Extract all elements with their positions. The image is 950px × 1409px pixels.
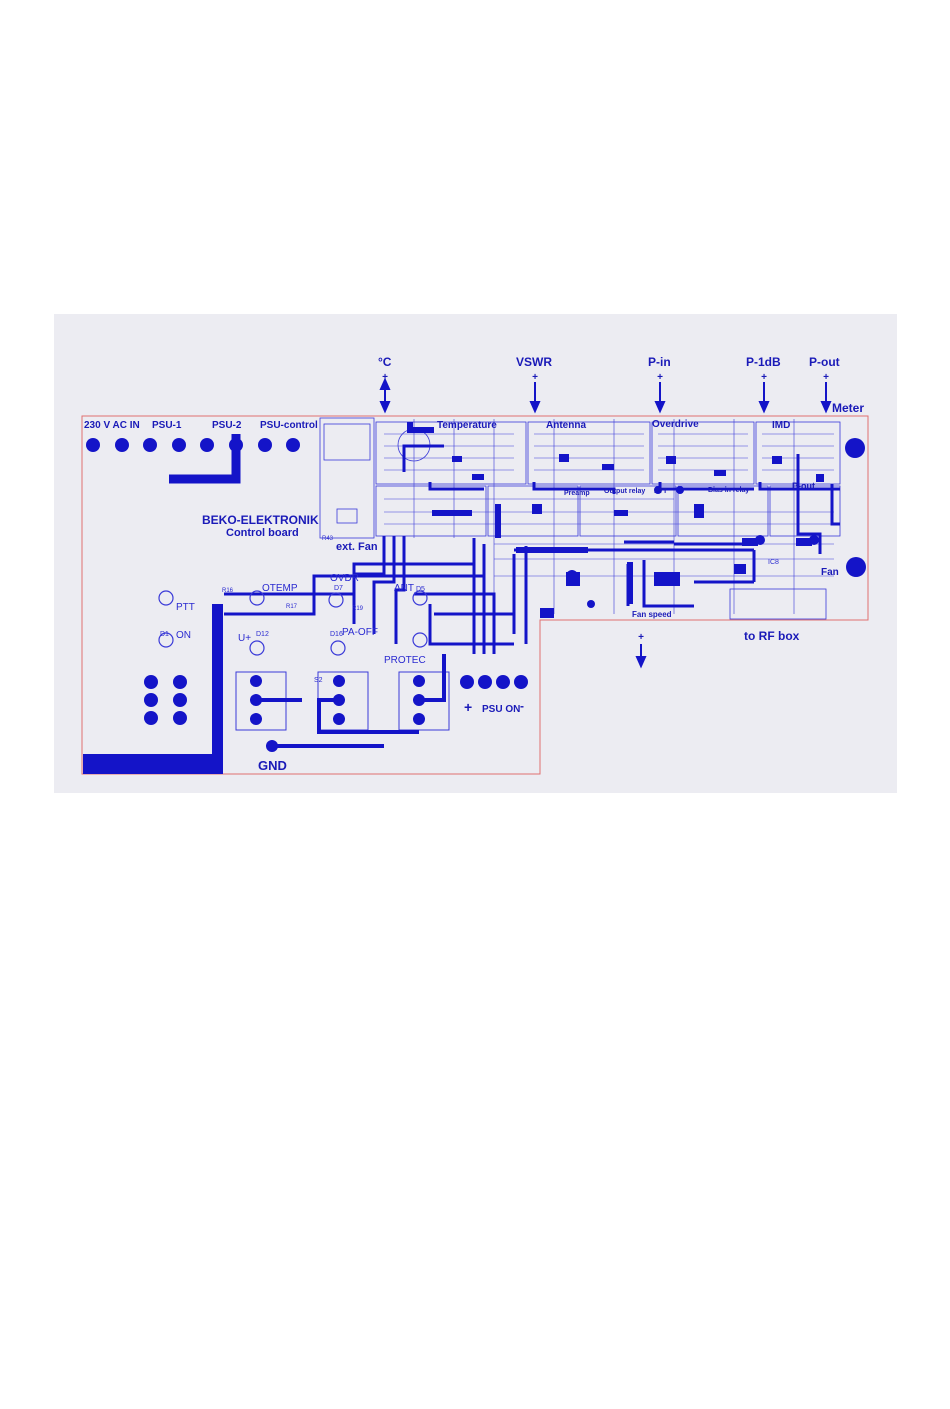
pcb-layout-figure: °C VSWR P-in P-1dB P-out Meter + + + + +…	[54, 314, 897, 793]
ground-plane	[83, 754, 223, 774]
led-label-ant: ANT	[394, 583, 414, 594]
led-label-pa-off: PA-OFF	[342, 627, 378, 638]
plus-p-1db: +	[761, 372, 767, 383]
section-bias-relay: Bias in relay	[708, 487, 749, 494]
label-fan: Fan	[821, 567, 839, 578]
designator-d7: D7	[334, 585, 343, 592]
label-temp-connector: °C	[378, 355, 392, 369]
section-p-out: P-out	[792, 481, 815, 491]
designator-r16: R16	[222, 588, 234, 594]
label-fan-speed: Fan speed	[632, 610, 672, 619]
relay-traces	[256, 654, 446, 748]
led-label-ptt: PTT	[176, 602, 195, 613]
label-p-1db: P-1dB	[746, 355, 781, 369]
label-ext-fan: ext. Fan	[336, 541, 378, 553]
plus-vswr: +	[532, 372, 538, 383]
label-gnd: GND	[258, 758, 287, 773]
psu-on-plus: +	[464, 699, 472, 715]
led-label-on: ON	[176, 630, 191, 641]
led-symbols	[158, 590, 428, 656]
label-p-out-connector: P-out	[809, 355, 840, 369]
pad-grid	[144, 675, 187, 725]
designator-d12: D12	[256, 631, 269, 638]
relay-pads	[250, 675, 425, 725]
label-vswr: VSWR	[516, 355, 552, 369]
plus-fan: +	[638, 632, 644, 643]
psu-on-pads	[460, 675, 528, 689]
section-imd: IMD	[772, 420, 790, 431]
designator-ic8: IC8	[768, 559, 779, 566]
led-label-u-plus: U+	[238, 633, 251, 644]
bold-traces	[407, 422, 633, 604]
designator-d1: D1	[160, 631, 169, 638]
mounting-hole-top	[845, 438, 865, 458]
label-p-in: P-in	[648, 355, 671, 369]
designator-s2: S2	[314, 677, 323, 684]
board-outline	[81, 415, 869, 775]
section-temperature: Temperature	[437, 420, 497, 431]
section-ptt: PTT	[654, 488, 668, 495]
led-label-protec: PROTEC	[384, 655, 426, 666]
plus-p-in: +	[657, 372, 663, 383]
label-psu-control: PSU-control	[260, 420, 318, 431]
label-to-rf-box: to RF box	[744, 629, 800, 643]
brand-label: BEKO-ELEKTRONIK	[202, 513, 319, 527]
gnd-pad	[266, 740, 278, 752]
label-meter: Meter	[832, 401, 864, 415]
designator-d16: D16	[330, 631, 343, 638]
plus-temp: +	[382, 372, 388, 383]
board-subtitle: Control board	[226, 527, 299, 539]
section-output-relay: Output relay	[604, 488, 645, 495]
designator-r19: R19	[352, 606, 364, 612]
ground-trace-vertical	[212, 604, 223, 764]
section-preamp: Preamp	[564, 490, 590, 497]
power-pads	[86, 438, 300, 452]
plus-p-out: +	[823, 372, 829, 383]
section-overdrive: Overdrive	[652, 419, 699, 430]
led-label-ovdr: OVDR	[330, 573, 359, 584]
label-psu-1: PSU-1	[152, 420, 182, 431]
label-230v-ac-in: 230 V AC IN	[84, 420, 140, 431]
psu-on-minus: -	[520, 699, 524, 713]
connector-arrows	[379, 377, 832, 669]
label-psu-2: PSU-2	[212, 420, 242, 431]
section-antenna: Antenna	[546, 420, 586, 431]
led-label-otemp: OTEMP	[262, 583, 298, 594]
label-psu-on-text: PSU ON	[482, 704, 520, 715]
designator-r43: R43	[322, 536, 334, 542]
designator-r17: R17	[286, 604, 298, 610]
pcb-layout: °C VSWR P-in P-1dB P-out Meter + + + + +…	[54, 314, 897, 793]
designator-d5: D5	[416, 586, 425, 593]
mounting-hole-bottom	[846, 557, 866, 577]
